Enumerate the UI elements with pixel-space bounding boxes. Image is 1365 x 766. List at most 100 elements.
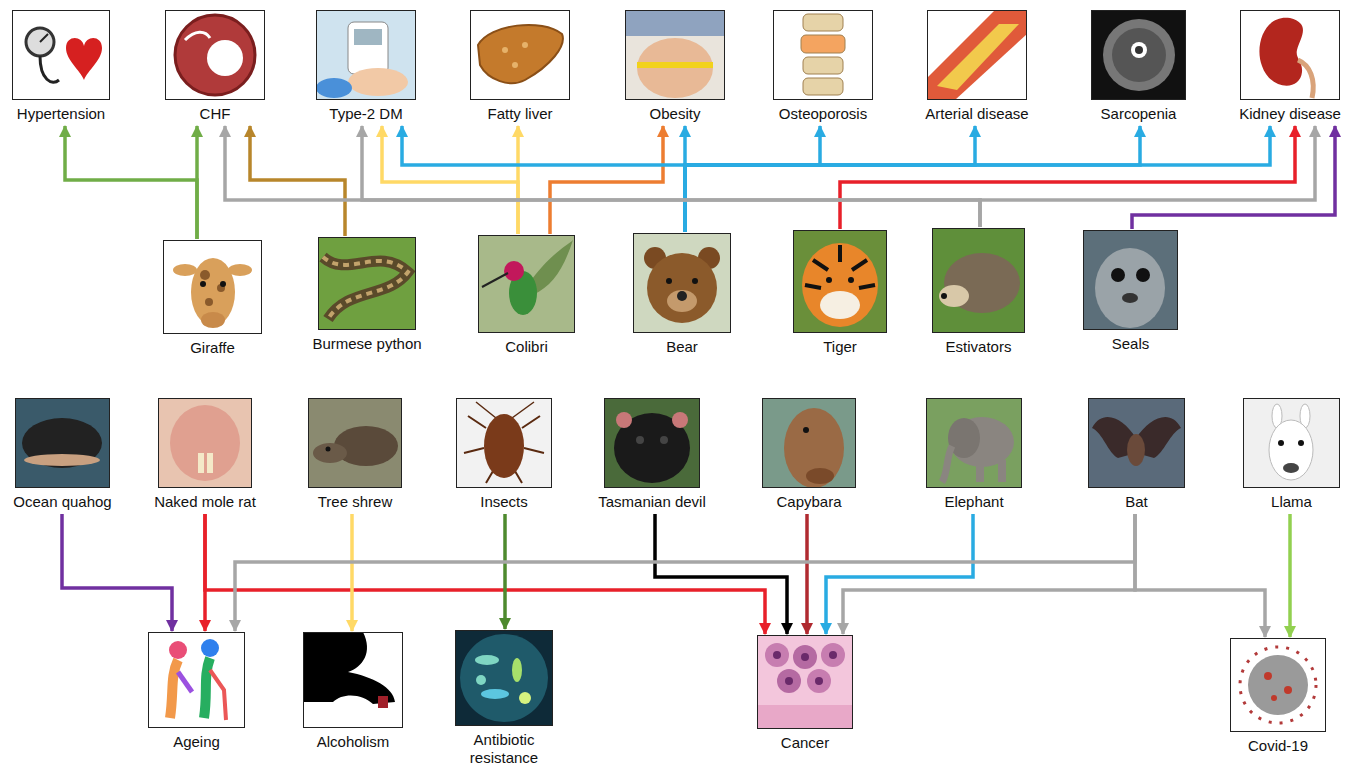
node-label: Sarcopenia — [1101, 105, 1177, 123]
python-picture — [318, 237, 416, 330]
elephant-picture — [926, 398, 1022, 488]
node-label: Arterial disease — [925, 105, 1028, 123]
node-label: Capybara — [776, 493, 841, 511]
mole-rat-picture-part — [158, 398, 252, 488]
llama-picture-part — [1283, 463, 1299, 473]
heart-section-picture-part — [175, 15, 255, 95]
heart-section-picture-part — [207, 40, 243, 76]
tasmanian-devil-picture-part — [660, 436, 668, 444]
tumour-tissue-picture-part — [801, 653, 809, 661]
tree-shrew-picture — [308, 398, 402, 488]
quahog-picture-part — [24, 454, 100, 466]
picture-frame — [308, 398, 402, 488]
capybara-picture-part — [762, 398, 856, 488]
bat-picture-part — [1127, 434, 1145, 466]
heart-section-picture-part — [185, 32, 210, 40]
ct-scan-picture-part — [1135, 46, 1143, 54]
bacteria-picture-part — [481, 689, 509, 699]
bacteria-picture-part — [512, 658, 522, 682]
capybara-picture-part — [784, 408, 844, 488]
picture-frame — [1091, 10, 1186, 100]
picture-node: Sarcopenia — [1091, 10, 1186, 123]
hummingbird-picture — [478, 235, 575, 333]
tumour-tissue-picture-part — [757, 705, 853, 729]
capybara-picture-part — [803, 427, 809, 433]
picture-node: Burmese python — [312, 237, 421, 353]
llama-picture-part — [1243, 398, 1340, 488]
picture-node: Seals — [1083, 230, 1178, 353]
spine-picture-part — [803, 57, 843, 74]
picture-frame — [1088, 398, 1185, 488]
artery-picture-part — [927, 10, 1027, 100]
tasmanian-devil-picture-part — [636, 436, 644, 444]
node-label: Elephant — [944, 493, 1003, 511]
spine-picture-part — [773, 10, 873, 100]
tiger-picture-part — [826, 277, 832, 283]
spine-picture-part — [803, 14, 843, 31]
tumour-tissue-picture-part — [807, 669, 831, 693]
obesity-picture-part — [637, 62, 713, 68]
heart-section-picture-part — [175, 15, 255, 95]
artery-picture — [927, 10, 1027, 100]
virus-picture-part — [1284, 686, 1292, 694]
connector-arrow — [516, 126, 520, 234]
glucose-meter-picture-part — [316, 10, 416, 100]
quahog-picture — [15, 398, 110, 488]
obesity-picture — [625, 10, 725, 100]
giraffe-picture — [163, 240, 262, 334]
llama-picture-part — [1269, 420, 1313, 480]
artery-picture-part — [927, 10, 1027, 100]
picture-node: Tree shrew — [308, 398, 402, 511]
tasmanian-devil-picture — [604, 398, 700, 488]
node-label: Ocean quahog — [13, 493, 111, 511]
hypertension-picture — [12, 10, 110, 100]
node-label: Ageing — [173, 733, 220, 751]
ct-scan-picture-part — [1091, 10, 1186, 100]
picture-node: Ocean quahog — [13, 398, 111, 511]
artery-picture-part — [937, 24, 1019, 90]
connector-arrow — [685, 126, 820, 232]
heart-section-picture-part — [165, 10, 265, 100]
picture-node: Cancer — [757, 635, 853, 752]
glucose-meter-picture-part — [354, 29, 382, 45]
python-picture-part — [323, 257, 408, 319]
connector-arrow — [65, 126, 197, 239]
tree-shrew-picture-part — [326, 447, 331, 452]
mole-rat-picture-part — [198, 453, 204, 473]
connector-arrow — [362, 126, 980, 227]
spine-picture — [773, 10, 873, 100]
tumour-tissue-picture-part — [777, 669, 801, 693]
giraffe-picture-part — [163, 240, 262, 334]
heart-section-picture — [165, 10, 265, 100]
picture-node: Bat — [1088, 398, 1185, 511]
seal-picture-part — [1095, 248, 1165, 328]
python-picture-part — [323, 257, 408, 319]
connector-arrow — [826, 514, 973, 634]
picture-frame — [762, 398, 856, 488]
capybara-picture — [762, 398, 856, 488]
picture-node: Ageing — [148, 632, 245, 751]
node-label: Fatty liver — [487, 105, 552, 123]
node-label: CHF — [200, 105, 231, 123]
connector-arrow — [550, 126, 663, 234]
node-label: Giraffe — [190, 339, 235, 357]
llama-picture-part — [1298, 440, 1304, 446]
picture-node: Naked mole rat — [154, 398, 256, 511]
cockroach-picture — [456, 398, 552, 488]
ageing-picture-part — [210, 670, 226, 720]
ageing-picture-part — [169, 641, 187, 659]
giraffe-picture-part — [220, 281, 226, 287]
picture-frame — [1243, 398, 1340, 488]
bear-picture-part — [667, 290, 697, 312]
picture-frame — [316, 10, 416, 100]
bat-picture-part — [1088, 398, 1185, 488]
connector-arrow — [805, 514, 809, 634]
bacteria-picture — [455, 630, 553, 726]
tasmanian-devil-picture-part — [672, 412, 688, 428]
picture-frame — [158, 398, 252, 488]
bacteria-picture-part — [475, 655, 499, 665]
spine-picture-part — [803, 78, 843, 95]
quahog-picture-part — [22, 418, 102, 468]
picture-node: Tiger — [793, 230, 887, 356]
picture-node: Arterial disease — [925, 10, 1028, 123]
